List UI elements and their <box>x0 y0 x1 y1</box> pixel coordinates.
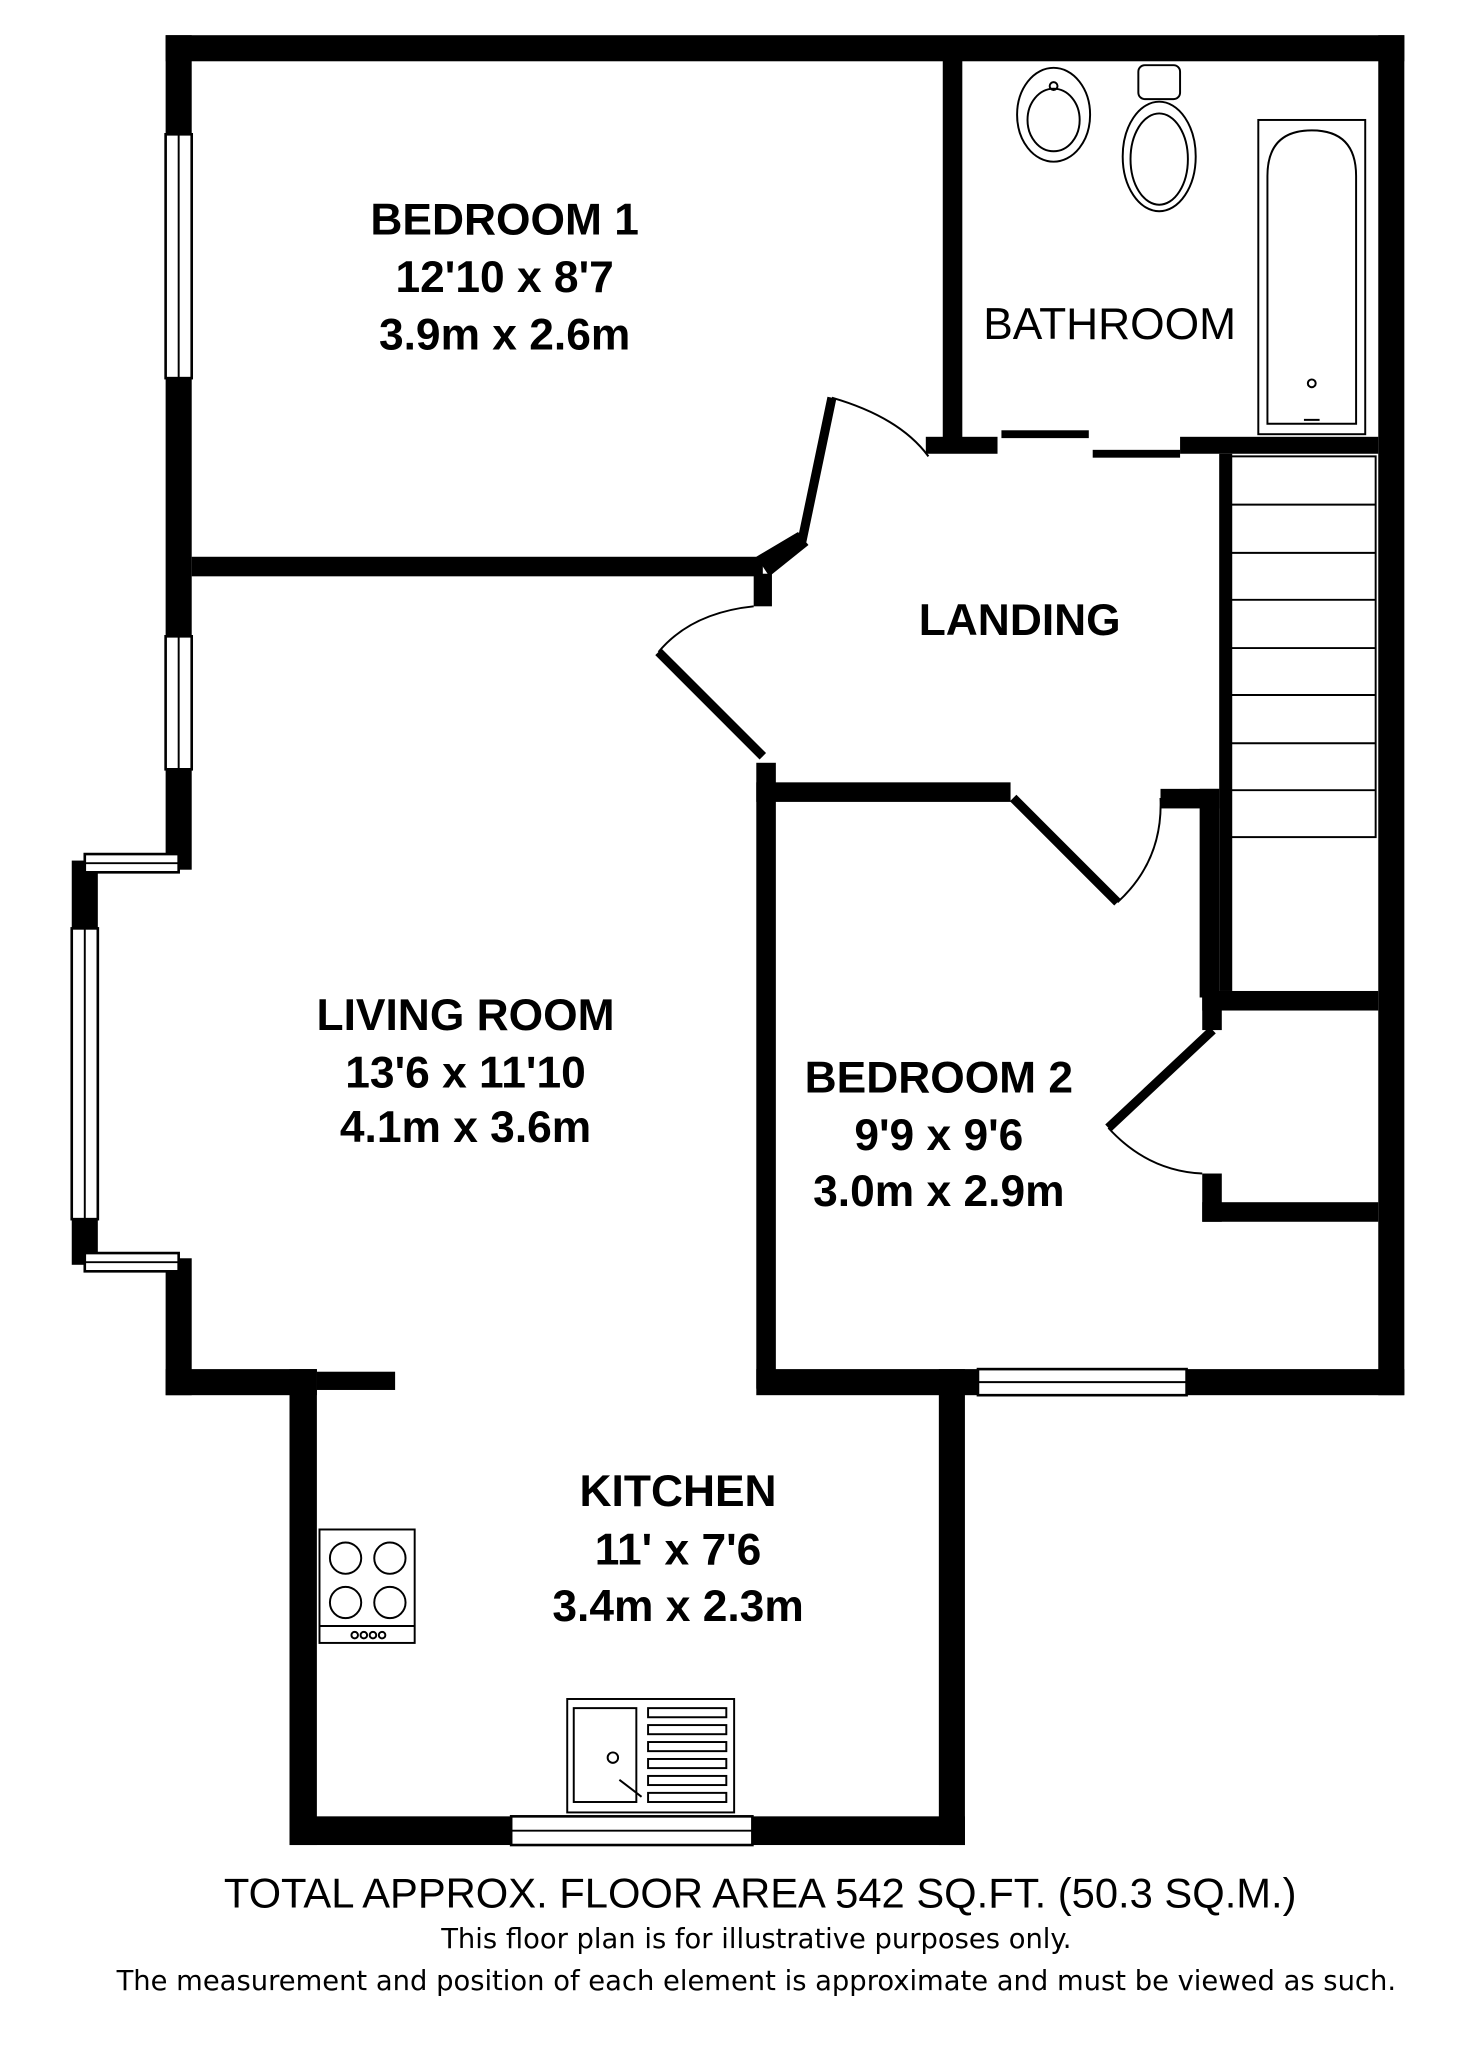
windows <box>70 132 1188 1847</box>
kitchen-imperial: 11' x 7'6 <box>595 1526 762 1575</box>
bedroom1-metric: 3.9m x 2.6m <box>379 310 630 359</box>
stairs <box>1224 455 1377 839</box>
bedroom2-name: BEDROOM 2 <box>805 1054 1073 1103</box>
kitchen-metric: 3.4m x 2.3m <box>552 1582 803 1631</box>
disclaimer-line-1: This floor plan is for illustrative purp… <box>440 1924 1071 1955</box>
living-room-metric: 4.1m x 3.6m <box>340 1103 591 1152</box>
basin-icon <box>1016 66 1092 163</box>
total-floor-area: TOTAL APPROX. FLOOR AREA 542 SQ.FT. (50.… <box>224 1870 1297 1917</box>
bath-icon <box>1257 118 1367 436</box>
hob-icon <box>318 1528 416 1644</box>
disclaimer-line-2: The measurement and position of each ele… <box>116 1966 1396 1997</box>
bedroom2-metric: 3.0m x 2.9m <box>813 1167 1064 1216</box>
living-room-name: LIVING ROOM <box>317 991 615 1040</box>
kitchen-name: KITCHEN <box>580 1467 777 1516</box>
bathroom-name: BATHROOM <box>983 300 1236 349</box>
landing-name: LANDING <box>919 596 1121 645</box>
toilet-icon <box>1121 64 1197 213</box>
kitchen-sink-icon <box>566 1698 736 1814</box>
bedroom2-imperial: 9'9 x 9'6 <box>854 1111 1023 1160</box>
living-room-imperial: 13'6 x 11'10 <box>345 1048 586 1097</box>
doors <box>655 396 1216 1175</box>
bedroom1-name: BEDROOM 1 <box>370 196 638 245</box>
bedroom1-imperial: 12'10 x 8'7 <box>395 253 613 302</box>
